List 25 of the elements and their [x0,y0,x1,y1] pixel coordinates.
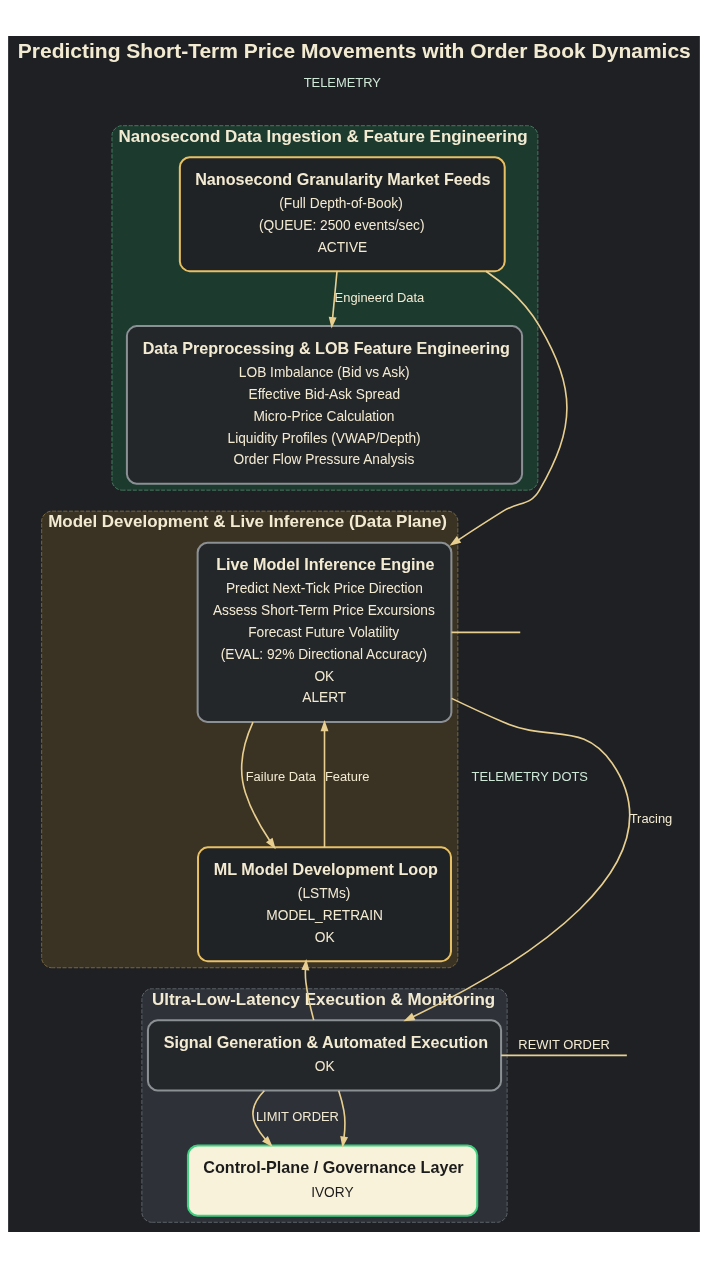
edge-label: LIMIT ORDER [255,1109,339,1125]
edge-label: REWIT ORDER [518,1036,610,1052]
node-box: Signal Generation & Automated Execution OK [146,1019,503,1092]
node-box: Control-Plane / Governance Layer IVORY [186,1144,479,1217]
node-box: Data Preprocessing & LOB Feature Engineering LOB Imbalance (Bid vs Ask) Effective Bid-Ask Spread Micro-Price Calculation Liquidity Profiles (VWAP/Depth) Order Flow Pressure Analysis [125,325,524,485]
edge-label: Feature [324,768,370,784]
node-box: ML Model Development Loop (LSTMs) MODEL_RETRAIN OK [197,846,452,963]
arrow [337,1089,349,1148]
edge-label: Failure Data [245,768,317,784]
arrow [449,270,568,546]
connector [450,631,521,634]
connector [500,1054,628,1057]
arrow [240,721,276,850]
label: TELEMETRY [303,74,381,90]
arrow [403,697,631,1022]
node-box: Nanosecond Granularity Market Feeds (Full Depth-of-Book) (QUEUE: 2500 events/sec) ACTIVE [178,156,506,273]
arrow [328,270,338,329]
node-box: Live Model Inference Engine Predict Next-Tick Price Direction Assess Short-Term Price Excursions Forecast Future Volatility (EVAL: 92% Directional Accuracy) OK ALERT [196,541,453,724]
diagram-title: Predicting Short-Term Price Movements with Order Book Dynamics [17,39,691,63]
arrow [301,958,315,1021]
arrow [320,720,329,849]
arrow [252,1090,273,1147]
edge-label: Engineerd Data [334,289,425,305]
edge-label: Tracing [629,810,673,826]
label: TELEMETRY DOTS [471,768,588,784]
